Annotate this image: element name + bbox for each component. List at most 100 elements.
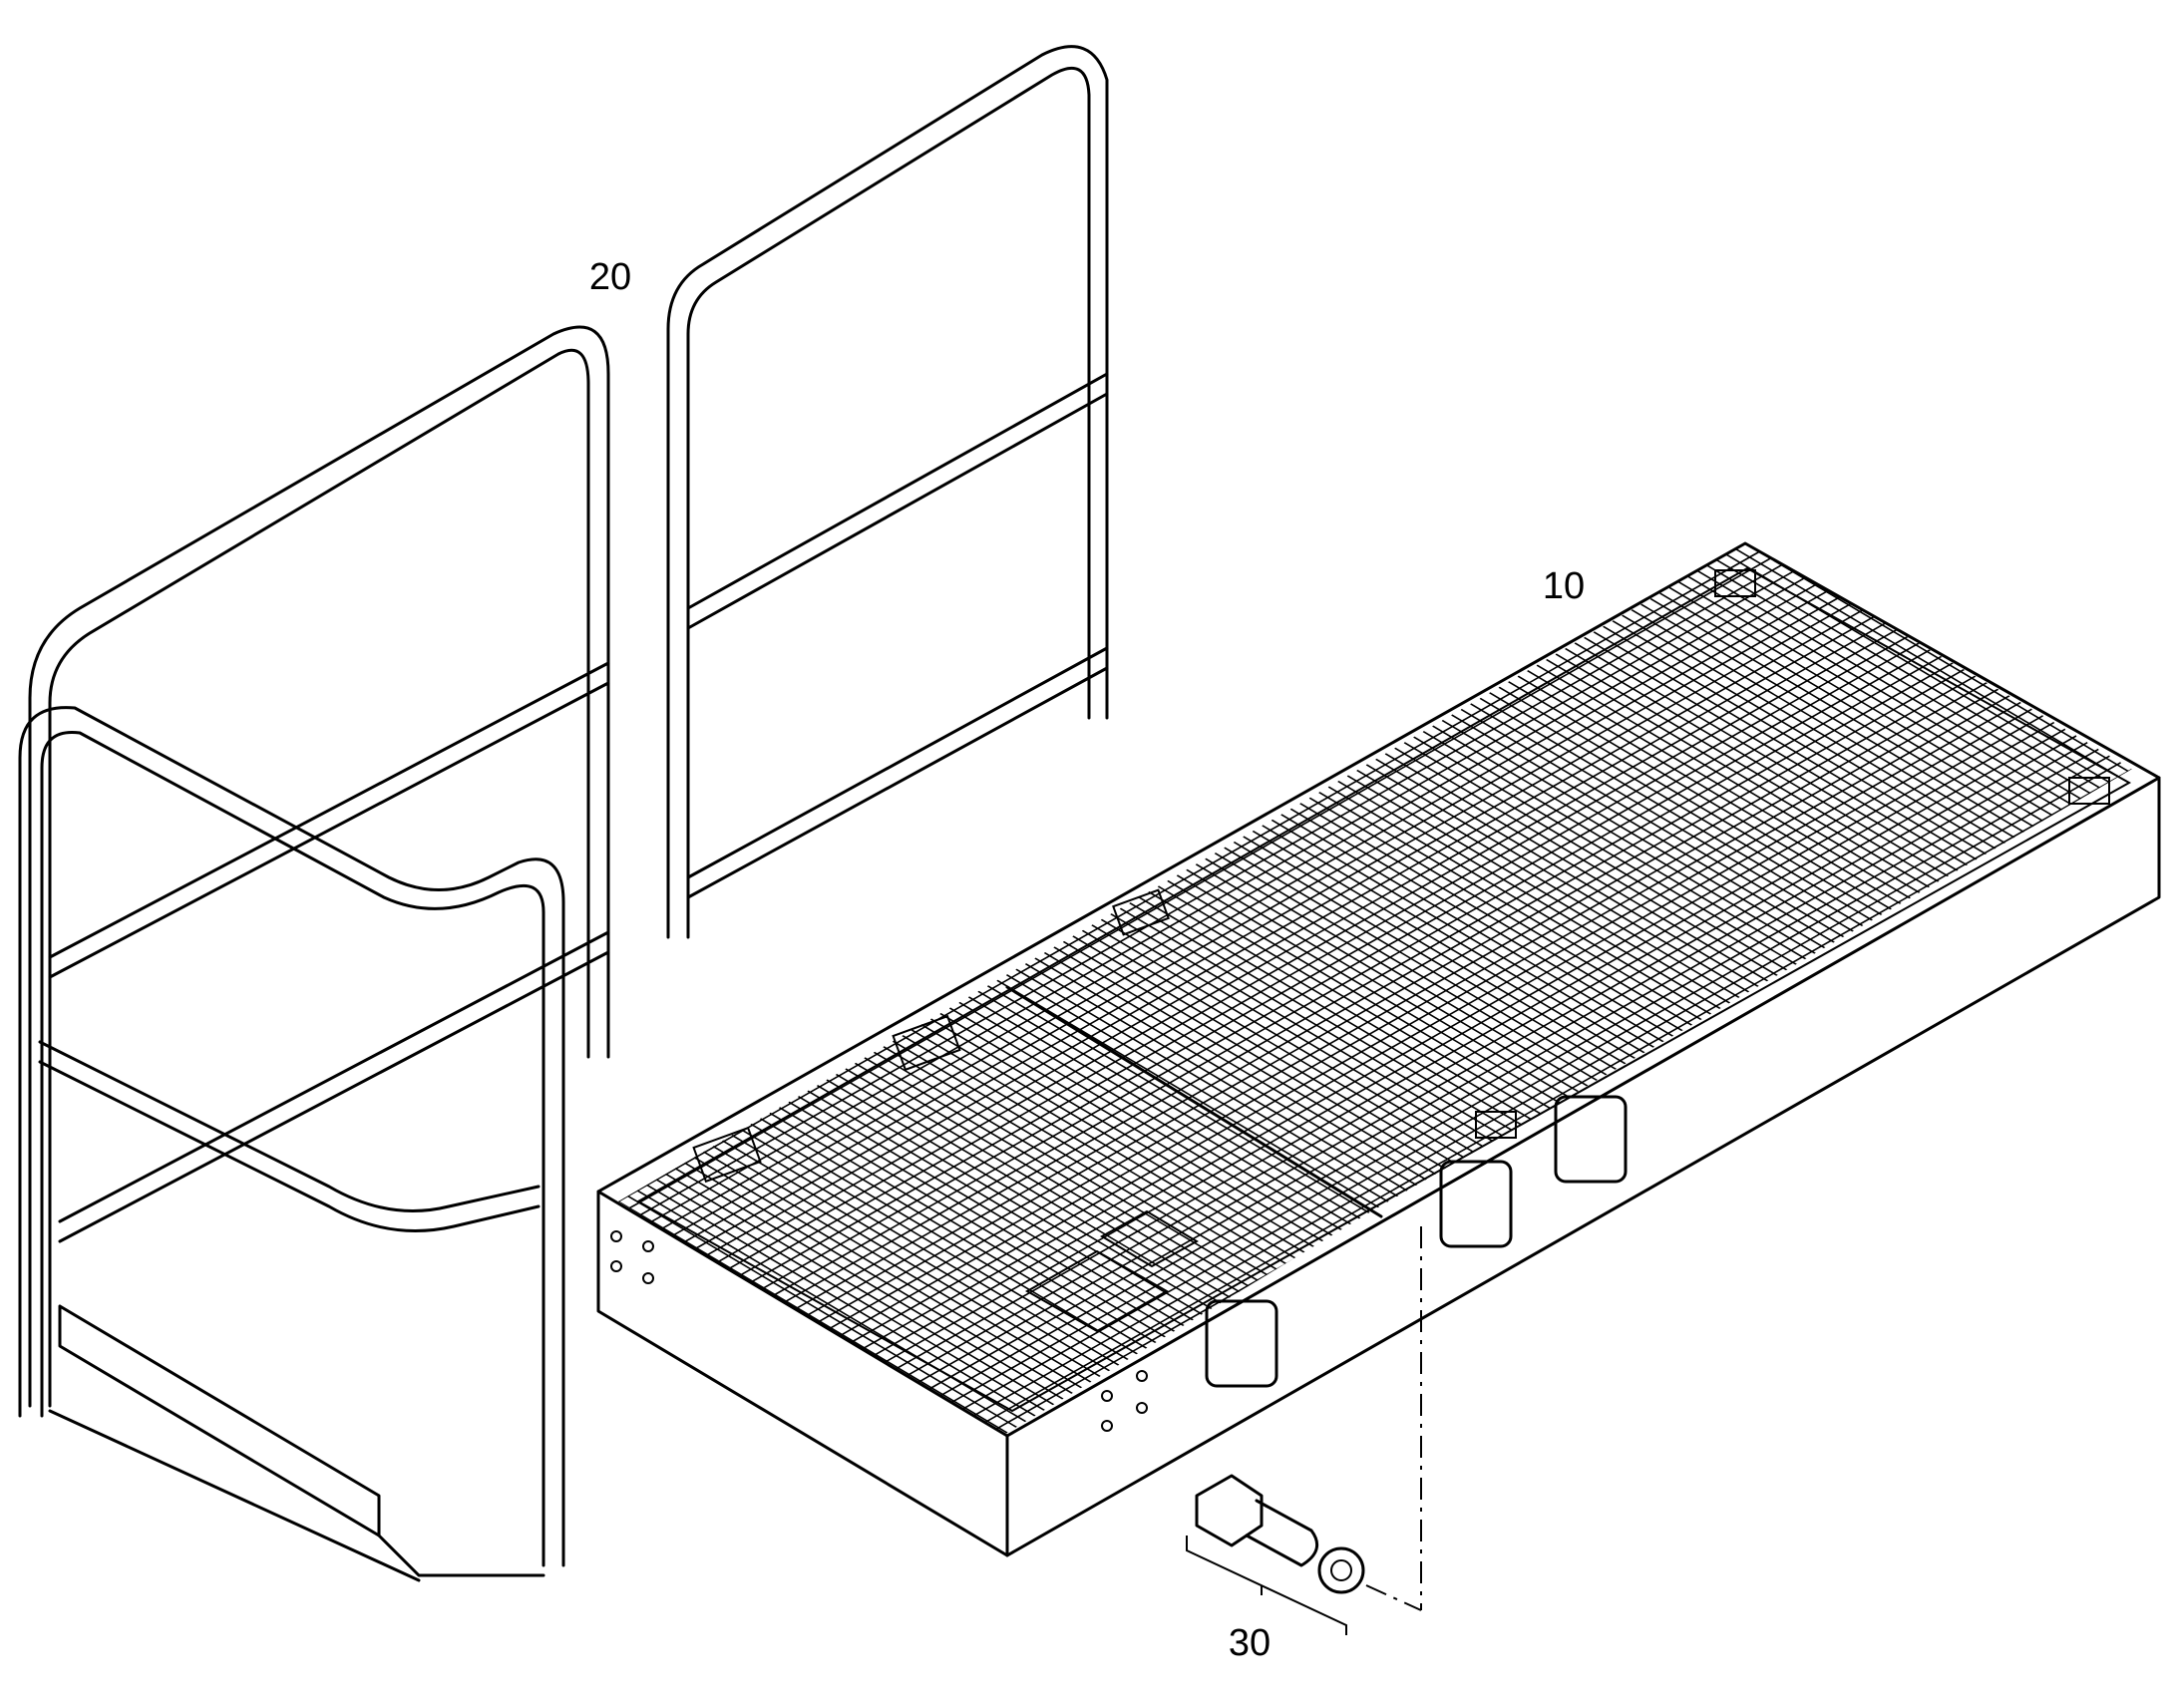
grate-bar: [907, 721, 2055, 1377]
grate-crossbar: [1668, 586, 2064, 824]
grate-crossbar: [1224, 847, 1620, 1083]
grate-crossbar: [1148, 890, 1544, 1128]
grate-bar: [818, 668, 1966, 1323]
grate-crossbar: [1744, 543, 2134, 779]
grate-crossbar: [854, 1062, 1250, 1299]
grate-crossbar: [1622, 614, 2016, 851]
grate-crossbar: [1394, 747, 1790, 983]
grate-crossbar: [873, 1051, 1269, 1287]
grate-crossbar: [967, 996, 1363, 1232]
grate-crossbar: [731, 1134, 1127, 1371]
grate-crossbar: [1015, 968, 1411, 1204]
grate-crossbar: [1176, 874, 1572, 1111]
grate-bar: [939, 742, 2088, 1397]
grate-bar: [829, 674, 1978, 1330]
grate-crossbar: [1346, 775, 1742, 1011]
grate-crossbar: [1299, 802, 1695, 1039]
grate-crossbar: [1081, 929, 1477, 1166]
grate-bar: [873, 701, 2021, 1357]
grate-crossbar: [986, 985, 1382, 1221]
grate-crossbar: [1072, 935, 1468, 1172]
grate-crossbar: [1308, 797, 1704, 1033]
bolt-and-washer: [1186, 1226, 1422, 1635]
grate-crossbar: [948, 1007, 1344, 1243]
grate-crossbar: [1612, 619, 2007, 856]
grate-crossbar: [636, 1190, 1032, 1426]
grate-crossbar: [1659, 592, 2054, 829]
grate-crossbar: [674, 1168, 1070, 1404]
grate-crossbar: [693, 1156, 1089, 1393]
grate-bar: [673, 580, 1822, 1236]
grate-bar: [684, 587, 1833, 1242]
grate-crossbar: [750, 1123, 1146, 1360]
grate-crossbar: [1205, 857, 1601, 1094]
grate-crossbar: [684, 1162, 1079, 1398]
grate-crossbar: [902, 1034, 1297, 1271]
grate-crossbar: [1479, 697, 1875, 933]
grate-crossbar: [1725, 553, 2121, 790]
grate-crossbar: [1262, 825, 1657, 1061]
grate-bar: [862, 695, 2010, 1350]
callout-20: 20: [589, 256, 631, 298]
grate-crossbar: [1119, 907, 1515, 1144]
grate-crossbar: [1356, 769, 1752, 1006]
grate-bar: [896, 715, 2043, 1370]
grate-bar: [751, 627, 1900, 1283]
grate-crossbar: [788, 1101, 1184, 1337]
grate-crossbar: [1687, 575, 2083, 812]
grate-crossbar: [722, 1140, 1117, 1376]
grate-crossbar: [1233, 841, 1629, 1078]
grate-crossbar: [1271, 819, 1666, 1055]
grate-crossbar: [1289, 808, 1685, 1044]
grate-crossbar: [1432, 725, 1828, 961]
grate-crossbar: [845, 1068, 1241, 1304]
grate-bar: [729, 614, 1877, 1269]
grate-bar: [917, 728, 2066, 1383]
grate-crossbar: [1005, 973, 1401, 1210]
grate-crossbar: [892, 1040, 1287, 1276]
grate-bar: [662, 574, 1810, 1229]
grate-crossbar: [1565, 647, 1960, 884]
grate-bar: [840, 681, 1989, 1336]
grate-crossbar: [1337, 780, 1733, 1017]
grate-crossbar: [1167, 879, 1563, 1117]
grate-crossbar: [1129, 901, 1525, 1139]
grate-bar: [928, 735, 2077, 1390]
grate-crossbar: [1100, 918, 1496, 1155]
grate-bar: [695, 594, 1844, 1249]
grate-bar: [851, 688, 1999, 1343]
grate-crossbar: [1034, 957, 1430, 1194]
grate-crossbar: [1186, 868, 1582, 1105]
grate-crossbar: [1053, 946, 1449, 1183]
grate-crossbar: [1327, 786, 1723, 1022]
grate-crossbar: [1603, 625, 1998, 861]
callout-10: 10: [1543, 565, 1585, 607]
grate-crossbar: [1706, 564, 2102, 801]
grate-crossbar: [1280, 814, 1676, 1050]
grate-crossbar: [665, 1173, 1060, 1409]
grate-crossbar: [1489, 692, 1885, 928]
grate-crossbar: [1716, 558, 2111, 796]
grate-crossbar: [1252, 830, 1647, 1067]
grate-bar: [784, 648, 1933, 1303]
grate-bar: [651, 567, 1799, 1222]
grate-crossbar: [741, 1129, 1136, 1365]
grate-crossbar: [1517, 675, 1913, 911]
grate-crossbar: [769, 1112, 1165, 1348]
grate-crossbar: [1441, 719, 1837, 956]
grate-crossbar: [1365, 764, 1761, 1000]
grate-crossbar: [1546, 658, 1941, 895]
grate-crossbar: [1584, 636, 1979, 872]
grate-crossbar: [977, 990, 1373, 1226]
railing-assembly: [18, 45, 1109, 1582]
grate-crossbar: [1413, 736, 1809, 972]
grate-crossbar: [883, 1046, 1278, 1282]
grate-crossbar: [1697, 570, 2092, 807]
grate-crossbar: [1649, 597, 2045, 835]
grate-crossbar: [1403, 741, 1799, 978]
grate-crossbar: [1451, 714, 1847, 950]
grate-crossbar: [1735, 547, 2130, 785]
grate-crossbar: [646, 1184, 1041, 1421]
grate-crossbar: [798, 1095, 1193, 1332]
